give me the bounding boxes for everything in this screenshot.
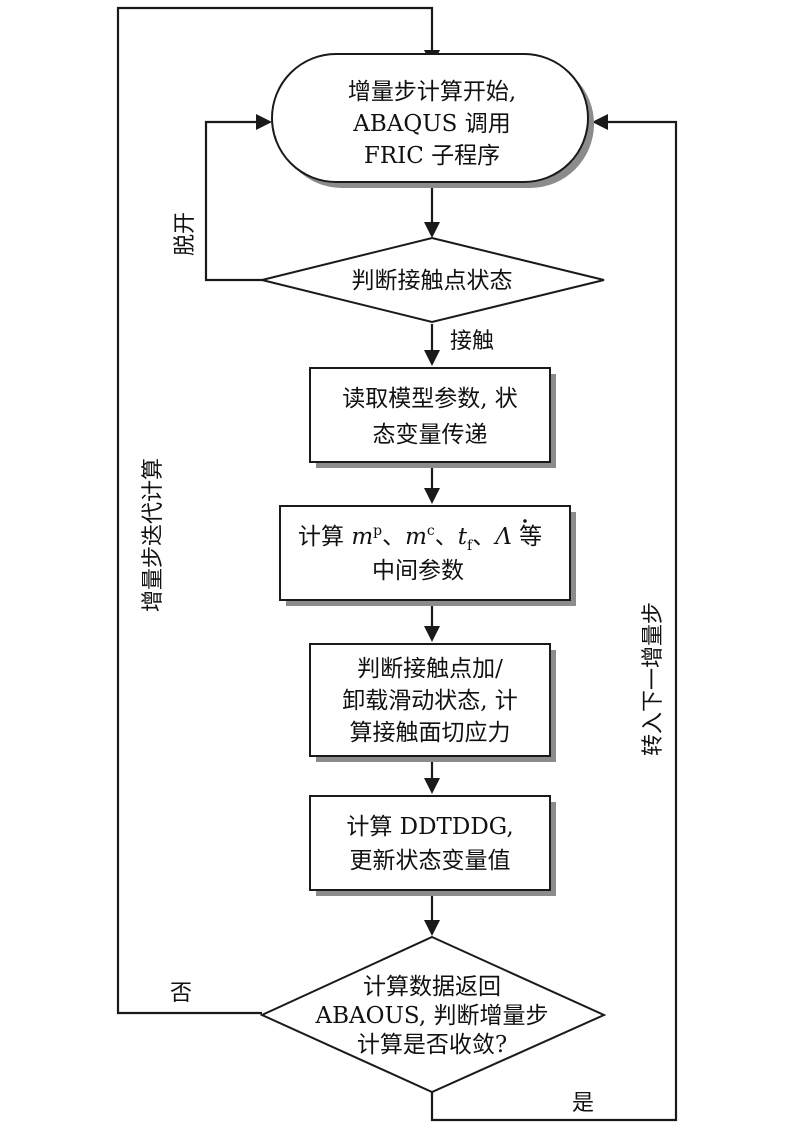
arrowhead: [424, 222, 440, 238]
converge-line-1: 计算数据返回: [363, 974, 501, 1000]
arrowhead: [424, 488, 440, 504]
arrowhead: [424, 350, 440, 366]
judge-slide-line-3: 算接触面切应力: [350, 720, 511, 746]
detach-loop-line: [204, 120, 262, 282]
judge-contact-decision: 判断接触点状态: [261, 236, 605, 324]
arrowhead: [256, 114, 272, 130]
start-line-2: ABAQUS 调用: [352, 111, 510, 137]
compute-line-2: 中间参数: [372, 558, 464, 584]
label-contact: 接触: [450, 329, 494, 354]
judge-slide-line-2: 卸载滑动状态, 计: [342, 688, 518, 714]
read-params-line-2: 态变量传递: [373, 422, 488, 448]
compute-params-process: 计算 mp、mc、tf、Λ 等 中间参数: [279, 505, 576, 606]
start-line-1: 增量步计算开始,: [348, 79, 516, 105]
next-step-line: [430, 120, 678, 1122]
start-line-3: FRIC 子程序: [364, 143, 500, 169]
ddtddg-line-2: 更新状态变量值: [350, 848, 511, 874]
converge-line-3: 计算是否收敛?: [357, 1032, 507, 1058]
judge-slide-process: 判断接触点加/ 卸载滑动状态, 计 算接触面切应力: [309, 643, 556, 762]
compute-ddtddg-process: 计算 DDTDDG, 更新状态变量值: [309, 795, 556, 896]
arrowhead: [424, 920, 440, 936]
label-no: 否: [170, 981, 192, 1006]
ddtddg-line-1: 计算 DDTDDG,: [346, 814, 513, 840]
read-params-process: 读取模型参数, 状 态变量传递: [309, 367, 556, 468]
judge-contact-label: 判断接触点状态: [352, 268, 513, 294]
converge-line-2: ABAOUS, 判断增量步: [315, 1003, 549, 1029]
arrowhead: [592, 114, 608, 130]
loop-iterate-line: [116, 6, 434, 1015]
label-yes: 是: [572, 1091, 594, 1116]
start-terminator: 增量步计算开始, ABAQUS 调用 FRIC 子程序: [271, 53, 594, 188]
label-iterate: 增量步迭代计算: [141, 458, 166, 612]
arrowhead: [424, 778, 440, 794]
label-next-step: 转入下一增量步: [641, 602, 666, 756]
lambda-dot-accent: [523, 519, 527, 523]
compute-formula-line: 计算 mp、mc、tf、Λ 等: [298, 523, 542, 554]
arrowhead: [424, 626, 440, 642]
converge-decision: 计算数据返回 ABAOUS, 判断增量步 计算是否收敛?: [259, 935, 607, 1094]
label-detach: 脱开: [173, 212, 198, 256]
read-params-line-1: 读取模型参数, 状: [342, 386, 518, 412]
judge-slide-line-1: 判断接触点加/: [357, 656, 503, 682]
